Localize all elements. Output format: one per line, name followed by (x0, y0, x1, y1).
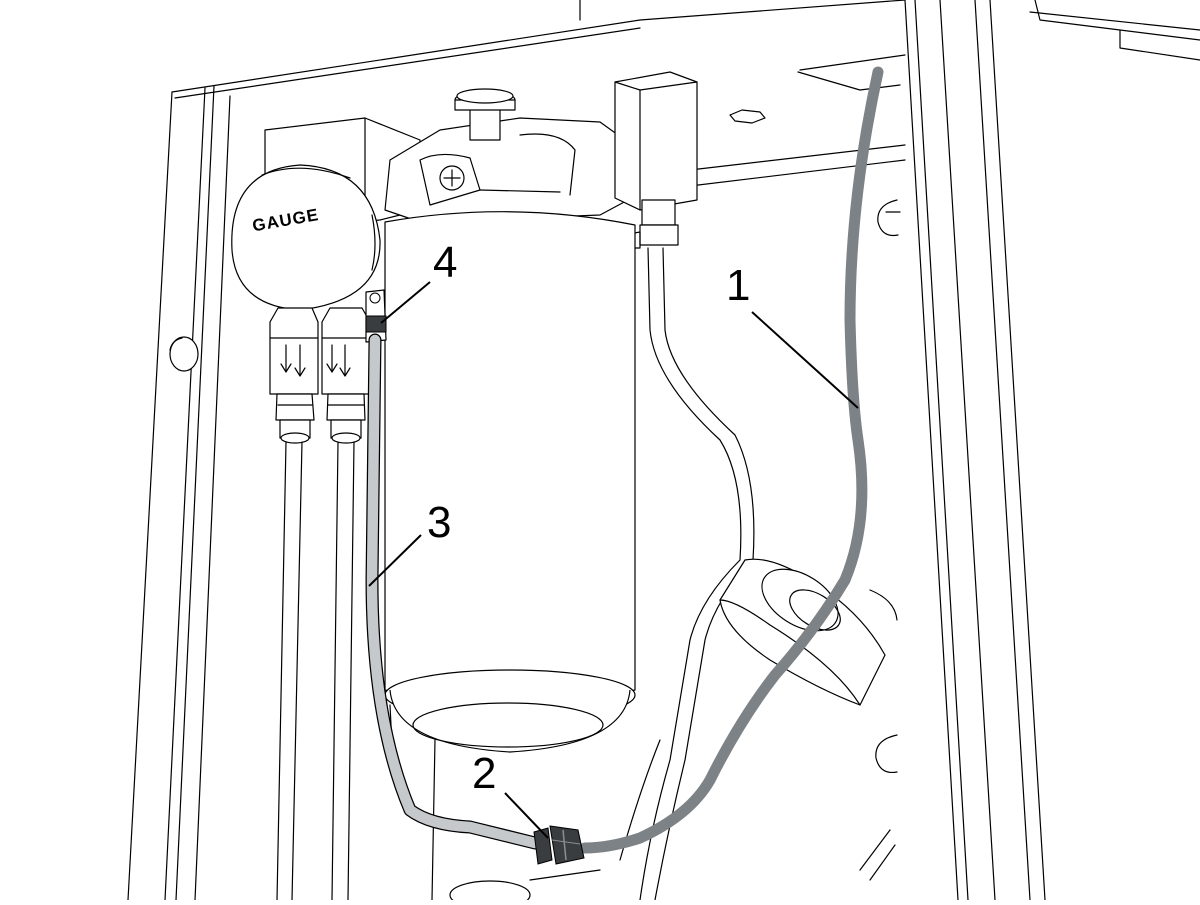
filter-head (384, 71, 698, 249)
callout-3: 3 (427, 498, 451, 547)
drain-tube (365, 333, 542, 850)
check-valve-right (321, 307, 371, 444)
leader-line-2 (504, 792, 549, 839)
callout-labels: 1 2 3 4 (427, 238, 750, 798)
check-valve-left (269, 307, 319, 444)
gauge: GAUGE (231, 164, 381, 311)
grommet (719, 558, 886, 706)
leader-line-3 (368, 534, 422, 587)
cabinet-frame (127, 0, 1200, 905)
leader-line-1 (751, 311, 859, 409)
leader-lines (368, 281, 859, 839)
compression-fitting (533, 825, 585, 865)
drain-hose (579, 66, 884, 854)
leader-line-4 (380, 281, 431, 324)
filter-bowl (384, 211, 636, 753)
callout-2: 2 (472, 749, 496, 798)
callout-4: 4 (433, 238, 457, 287)
inlet-fitting (365, 289, 387, 343)
frame-bolt (169, 336, 199, 372)
callout-1: 1 (726, 261, 750, 310)
valve-tubes (276, 441, 355, 901)
